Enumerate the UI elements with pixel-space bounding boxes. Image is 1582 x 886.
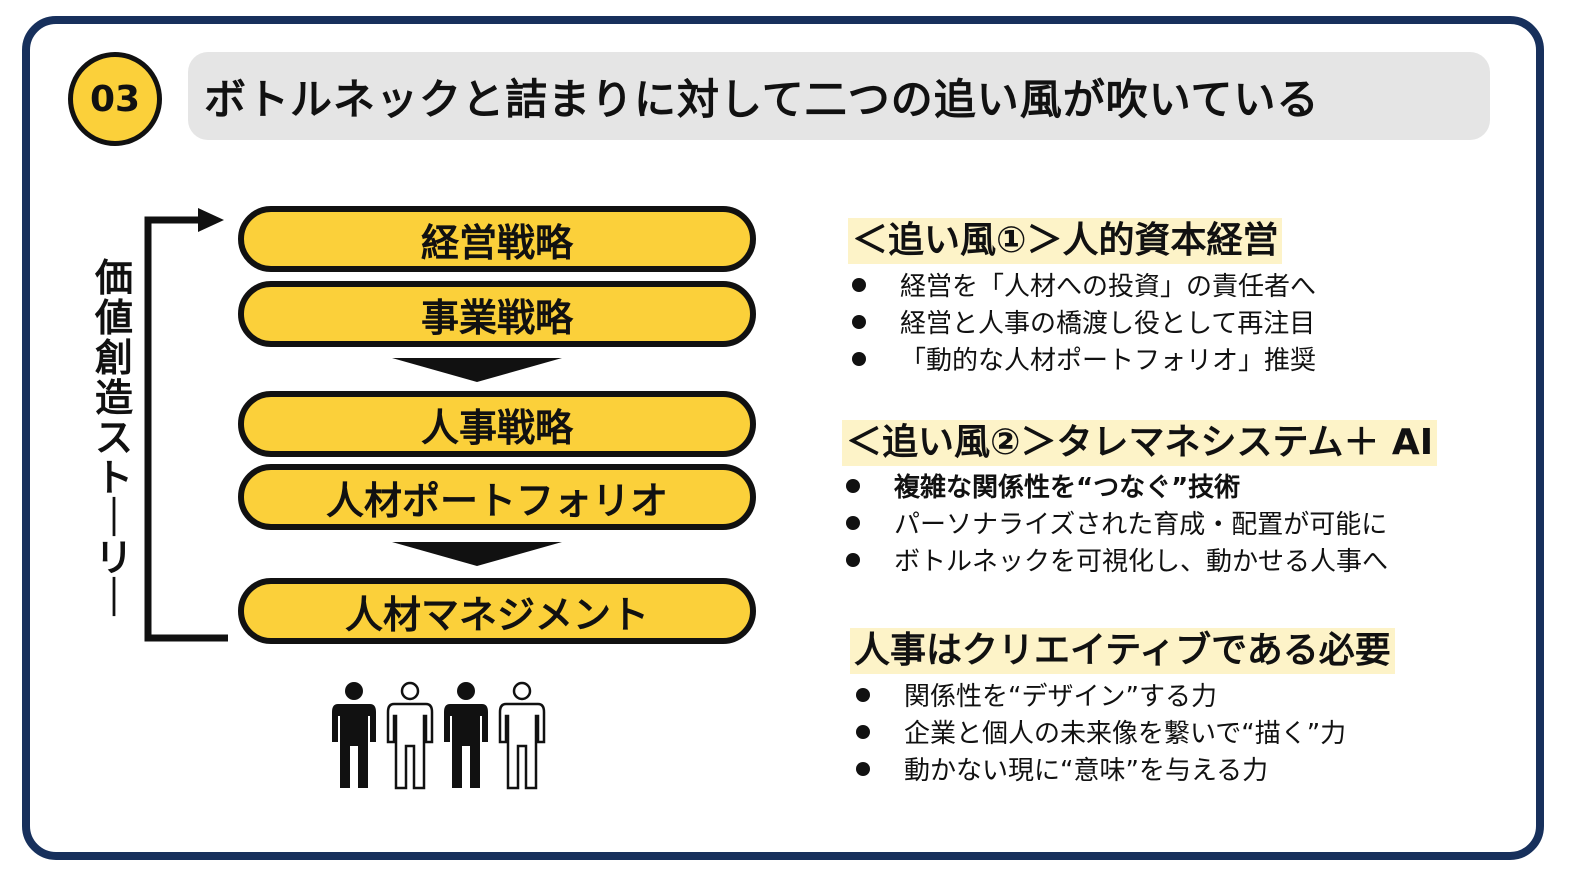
person-icon [498,681,546,790]
bullet-icon [846,478,860,493]
flow-box-hr-strategy: 人事戦略 [238,391,756,457]
list-item-text: パーソナライズされた育成・配置が可能に [894,510,1388,540]
list-item: 関係性を“デザイン”する力 [856,676,1346,713]
bullet-icon [856,761,870,776]
list-item: 経営を「人材への投資」の責任者へ [852,266,1316,303]
list-item: 企業と個人の未来像を繋いで“描く”力 [856,713,1346,750]
value-story-char: 値 [94,296,133,340]
bracket-arrow-icon [144,208,228,642]
list-item: 複雑な関係性を“つなぐ”技術 [846,467,1388,504]
flow-box-talent-management: 人材マネジメント [238,578,756,644]
person-icon [386,681,434,790]
bullet-icon [852,277,866,292]
flow-box-talent-portfolio: 人材ポートフォリオ [238,464,756,530]
bullet-icon [856,687,870,702]
list-item: 動かない現に“意味”を与える力 [856,750,1346,787]
down-arrow-icon [392,542,562,566]
flow-box-label: 人材ポートフォリオ [325,478,668,523]
flow-box-business-strategy: 事業戦略 [238,281,756,347]
flow-box-management-strategy: 経営戦略 [238,206,756,272]
title-bar: ボトルネックと詰まりに対して二つの追い風が吹いている [188,52,1490,140]
bullet-icon [852,314,866,329]
person-icon [444,682,488,788]
flow-box-label: 事業戦略 [420,295,573,340]
value-story-char: ス [94,416,133,460]
value-story-char: リ [94,536,133,580]
person-icon [332,682,376,788]
value-story-char: 創 [94,336,133,380]
list-item-text: 経営と人事の橋渡し役として再注目 [900,309,1316,339]
down-arrow-icon [392,358,562,382]
number-badge-text: 03 [89,78,141,120]
section-heading-tailwind-1: ＜追い風①＞人的資本経営 [848,218,1283,264]
list-item-text: 動かない現に“意味”を与える力 [904,756,1269,786]
value-story-char: 造 [94,376,133,420]
flow-box-label: 人材マネジメント [344,592,649,637]
section-heading-tailwind-2: ＜追い風②＞タレマネシステム＋ AI [842,420,1438,466]
list-item: パーソナライズされた育成・配置が可能に [846,504,1388,541]
flow-box-label: 経営戦略 [420,220,573,265]
value-story-char: ｜ [94,576,133,620]
people-icons [332,681,546,790]
list-item-text: 企業と個人の未来像を繋いで“描く”力 [904,719,1347,749]
list-item: 「動的な人材ポートフォリオ」推奨 [852,340,1316,377]
flow-box-label: 人事戦略 [420,405,573,450]
section-3-list: 関係性を“デザイン”する力 企業と個人の未来像を繋いで“描く”力 動かない現に“… [856,676,1346,787]
list-item-text: ボトルネックを可視化し、動かせる人事へ [894,547,1389,577]
list-item: ボトルネックを可視化し、動かせる人事へ [846,541,1388,578]
bullet-icon [846,552,860,567]
list-item-text: 「動的な人材ポートフォリオ」推奨 [900,346,1317,376]
value-story-label: 価値創造スト｜リ｜ [92,258,136,618]
value-story-char: 価 [94,256,133,300]
section-2-list: 複雑な関係性を“つなぐ”技術 パーソナライズされた育成・配置が可能に ボトルネッ… [846,467,1388,578]
list-item-text: 関係性を“デザイン”する力 [904,682,1217,712]
list-item-text: 経営を「人材への投資」の責任者へ [900,272,1317,302]
list-item-text: 複雑な関係性を“つなぐ”技術 [894,473,1241,503]
section-1-list: 経営を「人材への投資」の責任者へ 経営と人事の橋渡し役として再注目 「動的な人材… [852,266,1316,377]
bullet-icon [852,351,866,366]
section-heading-creative-hr: 人事はクリエイティブである必要 [850,628,1395,674]
list-item: 経営と人事の橋渡し役として再注目 [852,303,1316,340]
number-badge: 03 [68,52,162,146]
page-title: ボトルネックと詰まりに対して二つの追い風が吹いている [204,74,1320,124]
value-story-char: ト [94,456,133,500]
value-story-char: ｜ [94,496,133,540]
bullet-icon [856,724,870,739]
bullet-icon [846,515,860,530]
